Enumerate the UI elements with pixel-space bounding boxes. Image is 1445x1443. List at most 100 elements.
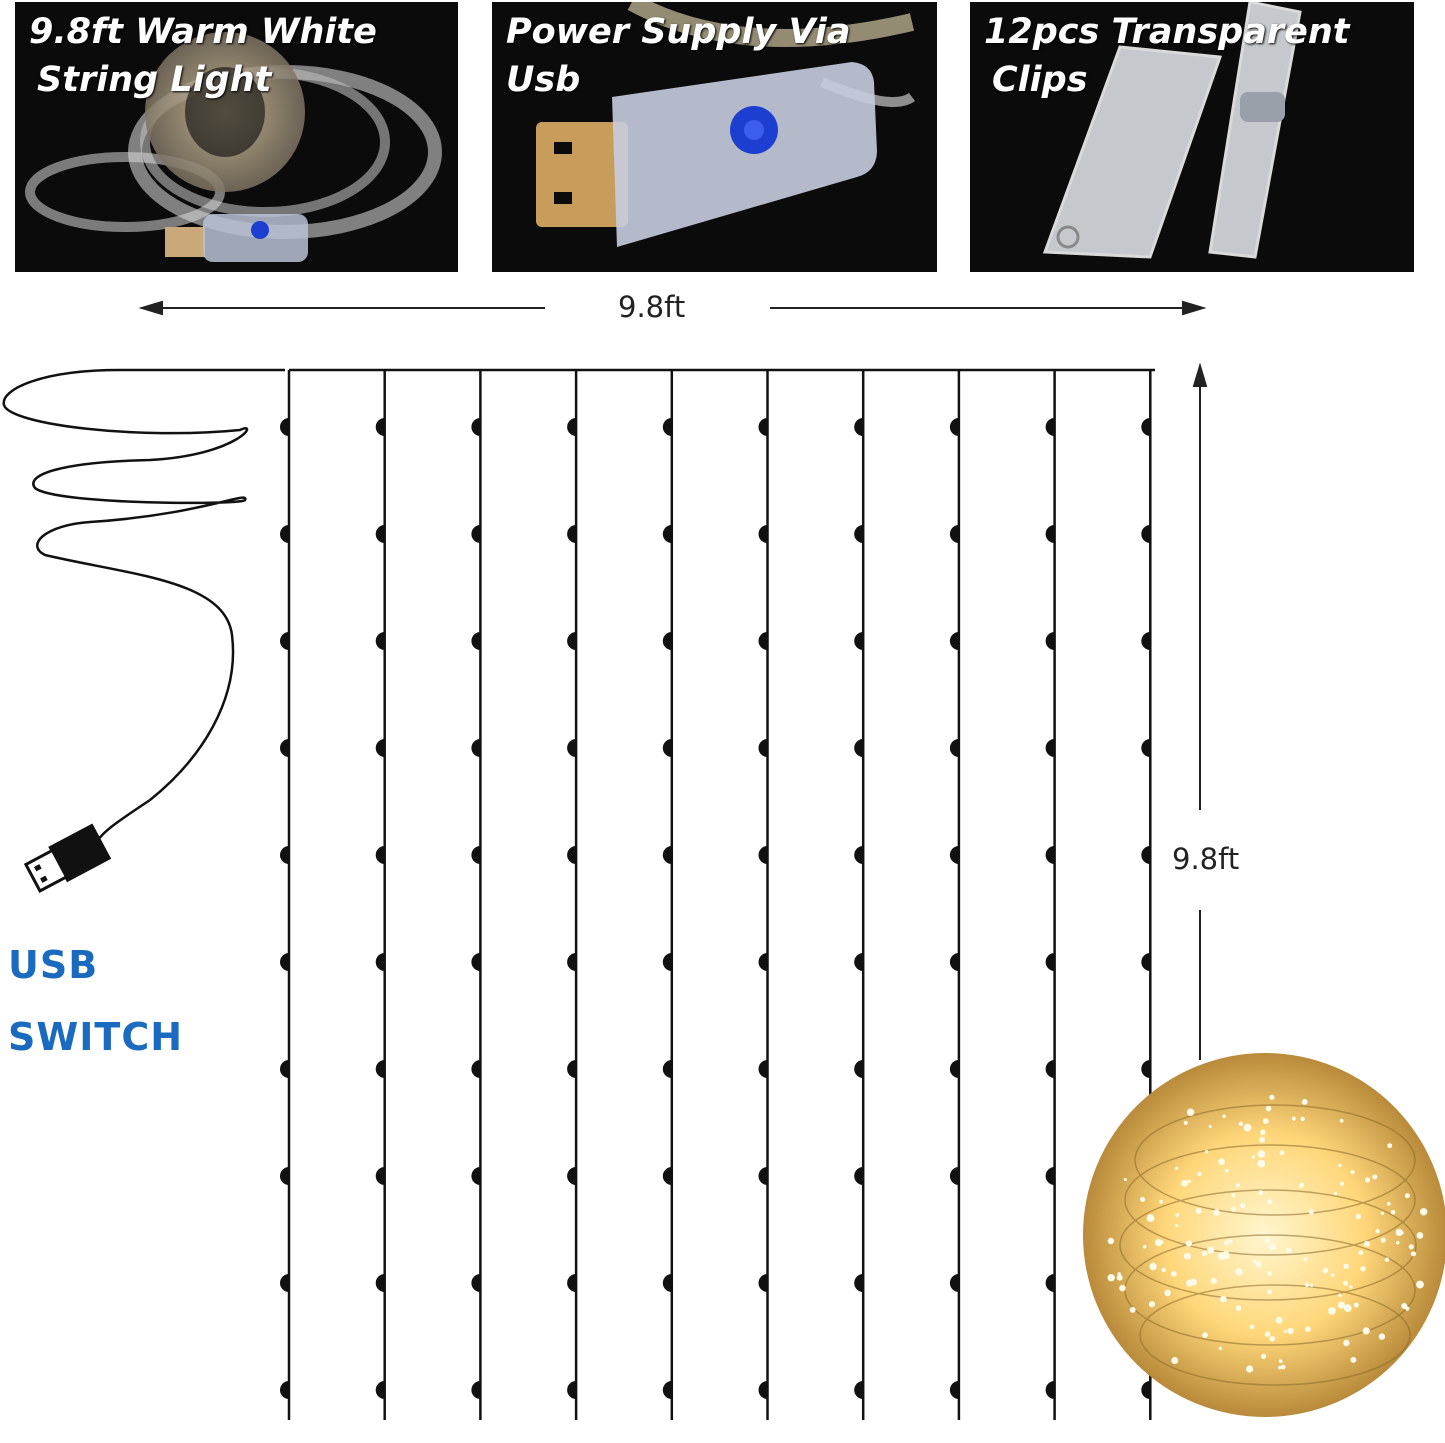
light-sparkle [1208, 1125, 1212, 1128]
bulb [280, 632, 289, 650]
light-sparkle [1405, 1306, 1410, 1311]
bulb [949, 739, 959, 757]
light-sparkle [1149, 1262, 1157, 1271]
bulb [949, 525, 959, 543]
bulb [758, 1274, 768, 1292]
light-sparkle [1365, 1177, 1371, 1183]
bulb [280, 1060, 289, 1078]
light-sparkle [1416, 1232, 1424, 1239]
light-sparkle [1187, 1179, 1192, 1183]
bulb [949, 632, 959, 650]
bulb [471, 1274, 481, 1292]
light-sparkle [1238, 1121, 1244, 1127]
bulb [949, 846, 959, 864]
width-label: 9.8ft [618, 290, 686, 324]
bulb [280, 1274, 289, 1292]
usb-controller-icon [536, 2, 915, 247]
caption-line2: Usb [506, 60, 581, 100]
light-sparkle [1129, 1307, 1136, 1313]
light-sparkle [1337, 1301, 1345, 1309]
bulb [1045, 1060, 1055, 1078]
caption-line1: 12pcs Transparent [984, 12, 1350, 52]
light-sparkle [1278, 1359, 1283, 1364]
bulb [662, 632, 672, 650]
light-sparkle [1197, 1171, 1202, 1177]
bulb [1141, 739, 1151, 757]
transparent-clip-icon [1042, 2, 1302, 259]
bulb [471, 418, 481, 436]
light-sparkle [1159, 1199, 1163, 1204]
light-sparkle [1257, 1159, 1266, 1168]
bulb [471, 632, 481, 650]
light-sparkle [1260, 1129, 1266, 1136]
bulb [662, 953, 672, 971]
light-sparkle [1343, 1339, 1350, 1347]
light-sparkle [1222, 1114, 1226, 1118]
bulb [854, 418, 864, 436]
bulb [758, 418, 768, 436]
light-sparkle [1117, 1272, 1121, 1276]
light-sparkle [1339, 1181, 1345, 1186]
light-sparkle [1281, 1364, 1286, 1370]
bulb [375, 525, 385, 543]
bulb [280, 418, 289, 436]
bulb [949, 1060, 959, 1078]
light-sparkle [1213, 1209, 1220, 1216]
bulb [758, 1060, 768, 1078]
bulb [375, 1167, 385, 1185]
light-sparkle [1210, 1277, 1217, 1284]
bulb [662, 418, 672, 436]
light-sparkle [1240, 1203, 1246, 1209]
bulb [375, 1274, 385, 1292]
light-sparkle [1358, 1250, 1364, 1256]
light-sparkle [1267, 1271, 1272, 1276]
light-sparkle [1299, 1182, 1305, 1188]
light-sparkle [1171, 1271, 1177, 1277]
light-sparkle [1362, 1327, 1370, 1335]
light-sparkle [1338, 1293, 1342, 1298]
bulb [1141, 953, 1151, 971]
light-sparkle [1378, 1333, 1386, 1340]
light-sparkle [1235, 1268, 1243, 1276]
light-sparkle [1305, 1326, 1311, 1333]
light-sparkle [1331, 1273, 1335, 1277]
bulb [1045, 1167, 1055, 1185]
light-strands [280, 368, 1155, 1420]
bulb [567, 632, 577, 650]
caption-line2: String Light [37, 60, 272, 100]
bulb [1045, 632, 1055, 650]
light-sparkle [1300, 1116, 1305, 1122]
bulb [758, 1167, 768, 1185]
light-sparkle [1260, 1353, 1267, 1359]
light-sparkle [1349, 1285, 1353, 1289]
bulb [662, 846, 672, 864]
light-sparkle [1195, 1207, 1202, 1214]
light-sparkle [1404, 1193, 1410, 1199]
usb-plug-icon [23, 823, 112, 893]
light-sparkle [1251, 1155, 1255, 1159]
light-sparkle [1185, 1240, 1193, 1247]
bulb [662, 739, 672, 757]
bulb [949, 1274, 959, 1292]
light-sparkle [1353, 1302, 1359, 1308]
light-sparkle [1220, 1295, 1227, 1303]
bulb [949, 1167, 959, 1185]
light-sparkle [1207, 1246, 1215, 1254]
bulb [758, 632, 768, 650]
light-sparkle [1416, 1280, 1424, 1289]
light-sparkle [1231, 1206, 1236, 1212]
light-sparkle [1155, 1239, 1162, 1245]
bulb [854, 739, 864, 757]
light-sparkle [1228, 1239, 1233, 1244]
light-sparkle [1338, 1163, 1342, 1168]
light-sparkle [1380, 1237, 1386, 1243]
light-sparkle [1148, 1301, 1156, 1308]
light-sparkle [1223, 1240, 1229, 1246]
switch-label: SWITCH [8, 1015, 184, 1059]
light-sparkle [1246, 1365, 1254, 1373]
bulb [758, 846, 768, 864]
light-sparkle [1363, 1240, 1370, 1247]
light-sparkle [1257, 1150, 1266, 1158]
light-sparkle [1264, 1331, 1271, 1337]
